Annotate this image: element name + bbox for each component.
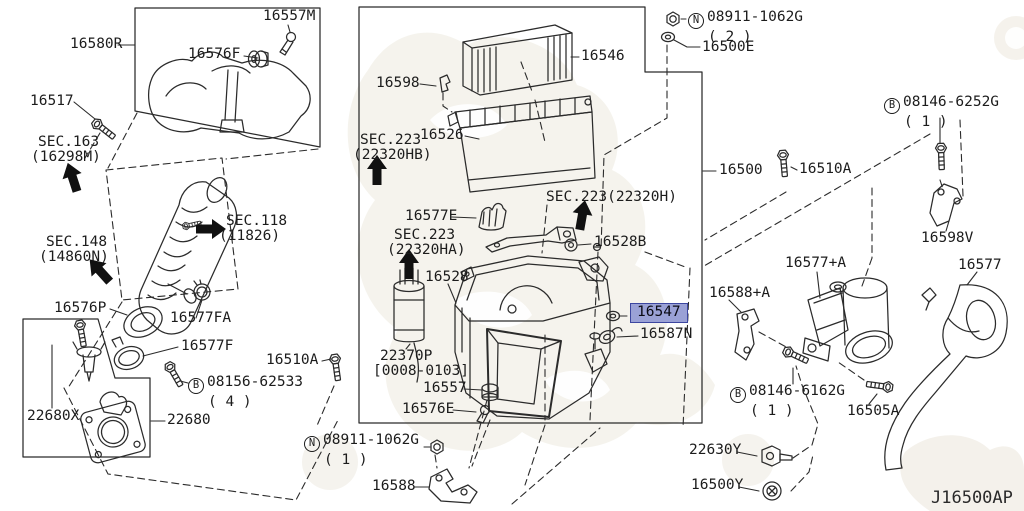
bracket-16598V — [929, 183, 963, 227]
clip-16577E — [478, 202, 507, 231]
mount-16557 — [481, 383, 499, 402]
part-label-16500Y[interactable]: 16500Y — [691, 477, 744, 493]
circled-n-icon: N — [304, 436, 320, 452]
airflow-meter-22680 — [80, 400, 146, 464]
bracket-16588 — [428, 468, 478, 504]
part-label-16528[interactable]: 16528 — [425, 269, 469, 285]
part-label-16577E[interactable]: 16577E — [405, 208, 458, 224]
air-filter-drawing — [462, 24, 573, 96]
part-label-16576E[interactable]: 16576E — [402, 401, 455, 417]
part-label-16588[interactable]: 16588 — [372, 478, 416, 494]
main-assembly-box — [358, 6, 703, 424]
air-duct-16577 — [884, 284, 1008, 471]
washer-16528B — [564, 238, 578, 252]
clip-16587N — [598, 327, 623, 345]
inset-box-airflow-meter — [22, 318, 151, 458]
part-label-16510A-left[interactable]: 16510A — [266, 352, 319, 368]
circled-b-icon: B — [884, 98, 900, 114]
circled-b-icon: B — [188, 378, 204, 394]
part-label-16577[interactable]: 16577 — [958, 257, 1002, 273]
part-label-sec118: SEC.118(11826) — [219, 213, 288, 244]
part-label-sec223h: SEC.223(22320H) — [546, 189, 677, 205]
part-label-sec163: SEC.163(16298M) — [31, 134, 101, 165]
part-label-16588+A[interactable]: 16588+A — [709, 285, 771, 301]
clip-16598 — [439, 74, 451, 93]
circled-b-icon: B — [730, 387, 746, 403]
mounting-strap-bracket — [485, 226, 577, 253]
part-label-16500[interactable]: 16500 — [719, 162, 763, 178]
part-label-22680X[interactable]: 22680X — [27, 408, 80, 424]
sensor-22370P — [393, 267, 425, 383]
part-label-16526[interactable]: 16526 — [420, 127, 464, 143]
resonator-assembly-16577A — [802, 277, 893, 364]
part-label-16598V[interactable]: 16598V — [921, 230, 974, 246]
sensor-22680X — [72, 318, 106, 382]
part-label-sec223hb: SEC.223(22320HB) — [353, 132, 432, 163]
part-label-sec148: SEC.148(14860N) — [39, 234, 109, 265]
part-label-16505A[interactable]: 16505A — [847, 403, 900, 419]
part-label-16576P[interactable]: 16576P — [54, 300, 107, 316]
part-label-16598[interactable]: 16598 — [376, 75, 420, 91]
dashed-leader-lines — [63, 44, 964, 505]
clamp-16577FA — [193, 279, 211, 301]
bracket-16588A — [734, 308, 760, 361]
part-label-16546[interactable]: 16546 — [581, 48, 625, 64]
part-label-16587N[interactable]: 16587N — [640, 326, 693, 342]
part-label-16576F[interactable]: 16576F — [188, 46, 241, 62]
part-label-16510A-right[interactable]: 16510A — [799, 161, 852, 177]
sensor-22630Y — [761, 445, 793, 467]
part-label-16557M[interactable]: 16557M — [263, 8, 316, 24]
part-label-16577+A[interactable]: 16577+A — [785, 255, 847, 271]
screw-16557M — [279, 31, 297, 56]
airflow-meter-sensor-top — [99, 391, 128, 416]
part-label-16547[interactable]: 16547 — [630, 303, 688, 323]
part-label-16517[interactable]: 16517 — [30, 93, 74, 109]
air-cleaner-cover-drawing — [447, 95, 596, 193]
part-label-22680[interactable]: 22680 — [167, 412, 211, 428]
circled-n-icon: N — [688, 13, 704, 29]
resonator-drawing — [148, 51, 311, 140]
part-label-16557[interactable]: 16557 — [423, 380, 467, 396]
inset-box-resonator — [134, 7, 321, 148]
part-label-16528B[interactable]: 16528B — [594, 234, 647, 250]
part-label-22630Y[interactable]: 22630Y — [689, 442, 742, 458]
part-label-16580R[interactable]: 16580R — [70, 36, 123, 52]
part-label-16577FA[interactable]: 16577FA — [170, 310, 232, 326]
part-label-22370P[interactable]: 22370P[0008-0103] — [373, 348, 470, 379]
clamp-16577F — [111, 336, 145, 371]
part-label-sec223ha: SEC.223(22320HA) — [387, 227, 466, 258]
part-label-16500E[interactable]: 16500E — [702, 39, 755, 55]
part-label-16577F[interactable]: 16577F — [181, 338, 234, 354]
grommet-16576F — [247, 50, 269, 68]
leader-lines — [51, 18, 978, 492]
bolt-16576E — [476, 404, 491, 424]
diagram-code: J16500AP — [931, 488, 1013, 508]
air-duct-drawing — [123, 176, 238, 338]
grommet-16500Y — [762, 481, 782, 501]
